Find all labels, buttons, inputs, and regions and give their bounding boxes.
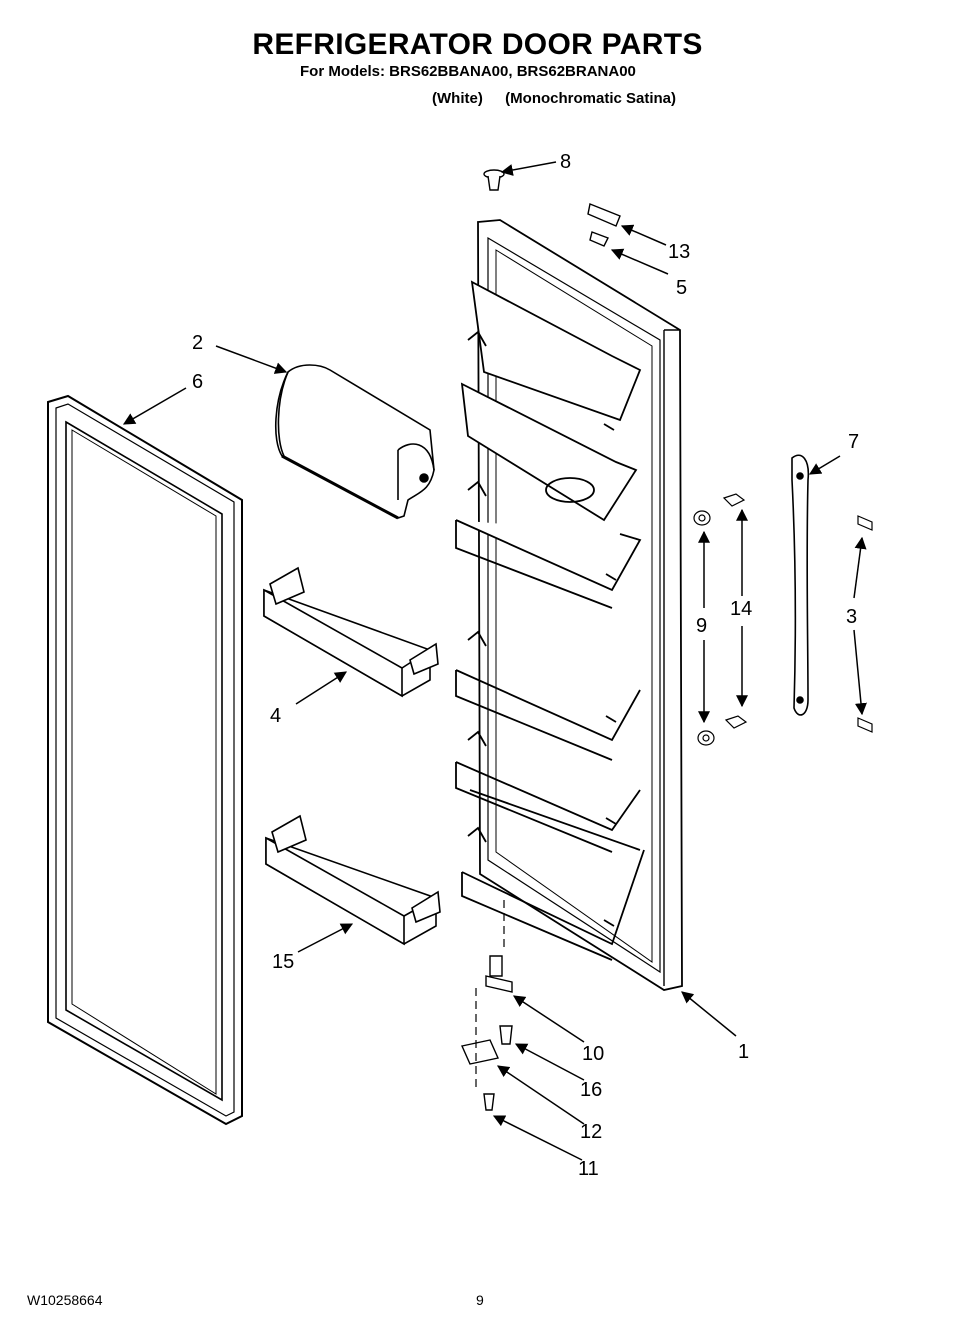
label-parts — [587, 203, 621, 247]
models-line: For Models: BRS62BBANA00, BRS62BRANA00 — [300, 63, 636, 80]
dairy-door-part — [274, 364, 435, 520]
callout-16: 16 — [580, 1079, 602, 1101]
callout-8: 8 — [560, 151, 571, 173]
plug-part-8 — [483, 169, 505, 191]
studs-and-screws-part — [693, 493, 748, 746]
door-bin-part — [263, 566, 439, 698]
callout-3: 3 — [846, 606, 857, 628]
color-line: (White) (Monochromatic Satina) — [432, 90, 676, 107]
door-gasket-part — [47, 394, 243, 1126]
page-title: REFRIGERATOR DOOR PARTS — [252, 28, 703, 61]
callout-4: 4 — [270, 705, 281, 727]
callout-2: 2 — [192, 332, 203, 354]
door-bin-lower-part — [265, 814, 441, 946]
callout-13: 13 — [668, 241, 690, 263]
callout-9: 9 — [696, 615, 707, 637]
color-white: (White) — [432, 90, 483, 107]
callout-14: 14 — [730, 598, 752, 620]
callout-12: 12 — [580, 1121, 602, 1143]
leader-lines — [122, 161, 867, 1161]
callout-5: 5 — [676, 277, 687, 299]
callout-15: 15 — [272, 951, 294, 973]
hinge-hardware-part — [461, 955, 513, 1111]
door-liner-part — [455, 219, 683, 991]
document-number: W10258664 — [27, 1292, 103, 1308]
handle-part — [791, 454, 810, 716]
callout-1: 1 — [738, 1041, 749, 1063]
callout-6: 6 — [192, 371, 203, 393]
callout-11: 11 — [578, 1158, 599, 1180]
color-monochromatic-satina: (Monochromatic Satina) — [505, 90, 677, 107]
page-number: 9 — [476, 1292, 484, 1308]
handle-screws-part — [857, 515, 873, 733]
callout-10: 10 — [582, 1043, 604, 1065]
callout-7: 7 — [848, 431, 859, 453]
